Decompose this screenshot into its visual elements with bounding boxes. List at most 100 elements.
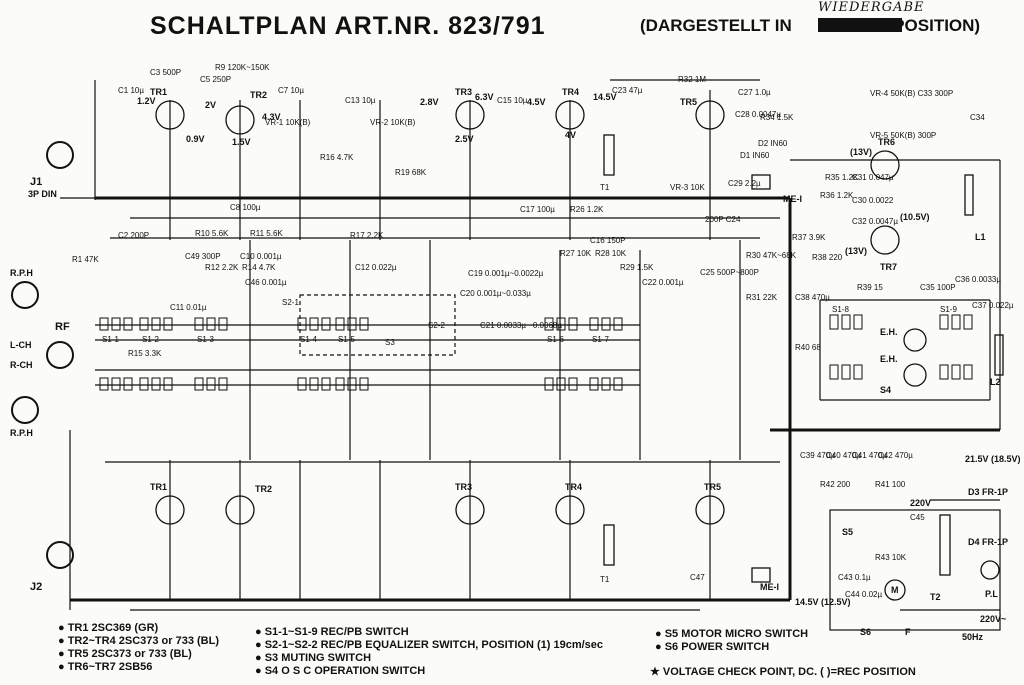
label-tr3b: TR3 xyxy=(455,482,472,492)
erase-head-2-symbol xyxy=(903,363,927,387)
label-c30: C30 0.0022 xyxy=(852,196,894,205)
label-c3: C3 500P xyxy=(150,68,181,77)
connector-rf-symbol xyxy=(46,341,74,369)
label-c38: C38 470µ xyxy=(795,293,830,302)
transistor-tr5b-symbol xyxy=(695,495,725,525)
label-v12: 1.2V xyxy=(137,96,156,106)
wiring xyxy=(60,79,1001,631)
pilot-lamp-symbol xyxy=(980,560,1000,580)
label-me1: ME-I xyxy=(783,194,802,204)
transformer-t2-symbol xyxy=(939,514,951,576)
label-d3: D3 FR-1P xyxy=(968,487,1008,497)
label-rph-top: R.P.H xyxy=(10,268,33,278)
label-s17: S1-7 xyxy=(592,335,609,344)
label-j1: J1 xyxy=(30,176,42,188)
transistors xyxy=(11,100,1004,601)
transistor-tr5-symbol xyxy=(695,100,725,130)
erase-head-1-symbol xyxy=(903,328,927,352)
legend-switch-line: ● S3 MUTING SWITCH xyxy=(255,652,372,664)
label-eh2: E.H. xyxy=(880,354,898,364)
label-hz: 50Hz xyxy=(962,632,984,642)
label-s5: S5 xyxy=(842,527,853,537)
label-v45: 4.5V xyxy=(527,97,546,107)
label-c28: C28 0.0047µ xyxy=(735,110,781,119)
label-c5: C5 250P xyxy=(200,75,231,84)
label-c39: C39 470µ xyxy=(800,451,835,460)
label-t1: T1 xyxy=(600,183,610,192)
label-d1: D1 IN60 xyxy=(740,151,770,160)
label-r42: R42 200 xyxy=(820,480,851,489)
label-rph-bot: R.P.H xyxy=(10,428,33,438)
label-c40: C40 470µ xyxy=(826,451,861,460)
label-t1b: T1 xyxy=(600,575,610,584)
label-t2: T2 xyxy=(930,592,941,602)
label-v63: 6.3V xyxy=(475,92,494,102)
label-tr4: TR4 xyxy=(562,87,579,97)
label-c23: C23 47µ xyxy=(612,86,643,95)
label-r17: R17 2.2K xyxy=(350,231,384,240)
label-r26: R26 1.2K xyxy=(570,205,604,214)
coil-l2-symbol xyxy=(994,334,1004,376)
label-v215: 21.5V (18.5V) xyxy=(965,454,1021,464)
switch-contacts xyxy=(99,314,973,391)
legend-transistor-line: ● TR1 2SC369 (GR) xyxy=(58,622,159,634)
label-r38: R38 220 xyxy=(812,253,843,262)
label-c43: C43 0.1µ xyxy=(838,573,871,582)
label-c46: C46 0.001µ xyxy=(245,278,287,287)
component-labels: J1 3P DIN R.P.H RF L-CH R-CH R.P.H J2 TR… xyxy=(10,63,1021,642)
label-r43: R43 10K xyxy=(875,553,907,562)
legend-motor-line: ● S6 POWER SWITCH xyxy=(655,641,770,653)
label-c36: C36 0.0033µ xyxy=(955,275,1001,284)
label-r29: R29 1.5K xyxy=(620,263,654,272)
page-subtitle: (DARGESTELLT IN POSITION) xyxy=(640,16,980,36)
legend-transistor-line: ● TR2~TR4 2SC373 or 733 (BL) xyxy=(58,635,220,647)
label-s15: S1-5 xyxy=(338,335,355,344)
label-c10: C10 0.001µ xyxy=(240,252,282,261)
label-tr3: TR3 xyxy=(455,87,472,97)
transistor-tr1-symbol xyxy=(155,100,185,130)
transistor-tr2-symbol xyxy=(225,105,255,135)
transistor-tr1b-symbol xyxy=(155,495,185,525)
legend-switch-line: ● S1-1~S1-9 REC/PB SWITCH xyxy=(255,626,409,638)
connector-rph-bot-symbol xyxy=(11,396,39,424)
label-tr1b: TR1 xyxy=(150,482,167,492)
label-c7: C7 10µ xyxy=(278,86,304,95)
strikethrough-mark xyxy=(818,18,902,32)
label-eh1: E.H. xyxy=(880,327,898,337)
label-vr4: VR-4 50K(B) C33 300P xyxy=(870,89,953,98)
label-vr2: VR-2 10K(B) xyxy=(370,118,416,127)
label-c11: C11 0.01µ xyxy=(170,303,207,312)
label-c32: C32 0.0047µ xyxy=(852,217,898,226)
label-c2: C2 200P xyxy=(118,231,149,240)
label-r10: R10 5.6K xyxy=(195,229,229,238)
label-s3: S3 xyxy=(385,338,395,347)
label-c37: C37 0.022µ xyxy=(972,301,1014,310)
label-pl: P.L xyxy=(985,589,998,599)
label-s21: S2-1 xyxy=(282,298,299,307)
label-r27: R27 10K xyxy=(560,249,592,258)
transistor-tr2b-symbol xyxy=(225,495,255,525)
label-f: F xyxy=(905,627,911,637)
label-c41: C41 470µ xyxy=(852,451,887,460)
label-r9: R9 120K~150K xyxy=(215,63,270,72)
legend-motor: ● S5 MOTOR MICRO SWITCH ● S6 POWER SWITC… xyxy=(655,628,808,654)
label-rch: R-CH xyxy=(10,360,33,370)
label-r35: R35 1.2K xyxy=(825,173,859,182)
label-s6: S6 xyxy=(860,627,871,637)
label-r12: R12 2.2K xyxy=(205,263,239,272)
label-v13b: (13V) xyxy=(845,246,867,256)
label-c45: C45 xyxy=(910,513,925,522)
label-c16: C16 150P xyxy=(590,236,626,245)
label-s13: S1-3 xyxy=(197,335,214,344)
label-v09: 0.9V xyxy=(186,134,205,144)
label-s11: S1-1 xyxy=(102,335,119,344)
legend-transistors: ● TR1 2SC369 (GR) ● TR2~TR4 2SC373 or 73… xyxy=(58,622,219,674)
label-c49: C49 300P xyxy=(185,252,221,261)
label-c20: C20 0.001µ~0.033µ xyxy=(460,289,531,298)
label-j2: J2 xyxy=(30,581,42,593)
label-c44: C44 0.02µ xyxy=(845,590,882,599)
label-r32: R32 1M xyxy=(678,75,706,84)
label-din: 3P DIN xyxy=(28,189,57,199)
label-c12: C12 0.022µ xyxy=(355,263,397,272)
